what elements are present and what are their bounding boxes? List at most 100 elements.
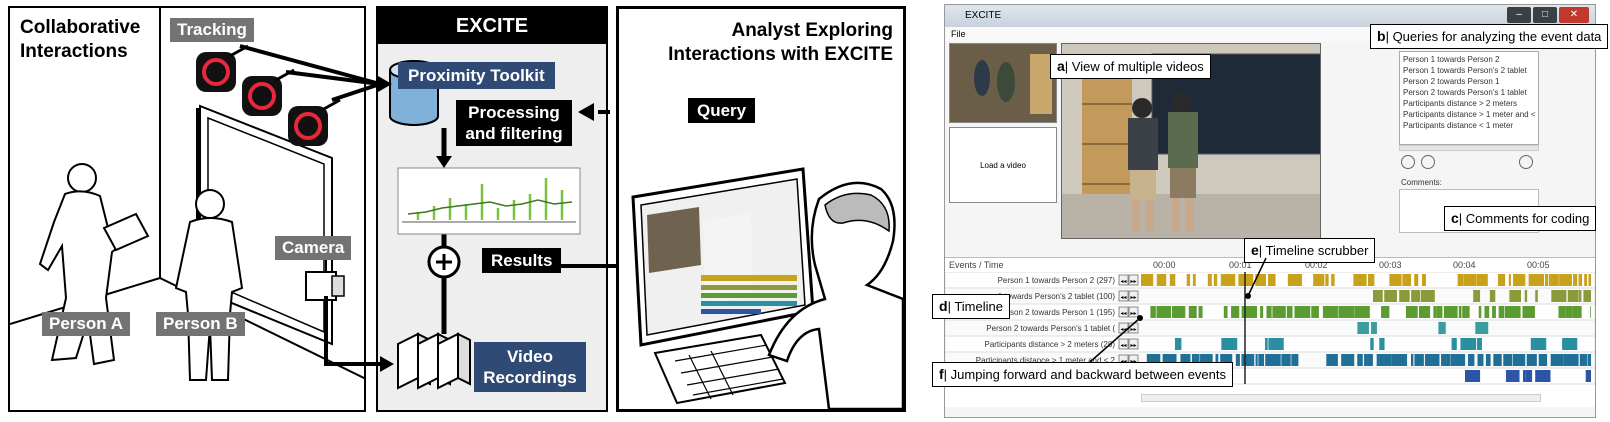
event-segment[interactable] [1188,306,1197,318]
event-segment[interactable] [1421,274,1426,286]
jump-forward-button[interactable] [1128,306,1139,318]
event-segment[interactable] [1562,338,1578,350]
event-segment[interactable] [1551,290,1567,302]
event-segment[interactable] [1567,290,1579,302]
event-segment[interactable] [1281,354,1291,366]
event-segment[interactable] [1231,306,1240,318]
event-segment[interactable] [1376,354,1392,366]
event-segment[interactable] [1255,354,1258,366]
event-segment[interactable] [1272,306,1286,318]
event-segment[interactable] [1221,338,1238,350]
event-segment[interactable] [1238,274,1254,286]
event-segment[interactable] [1268,338,1284,350]
jump-back-button[interactable] [1118,306,1129,318]
event-segment[interactable] [1504,306,1521,318]
event-segment[interactable] [1457,274,1464,286]
event-segment[interactable] [1525,370,1533,382]
event-segment[interactable] [1526,354,1537,366]
event-segment[interactable] [1573,274,1578,286]
event-segment[interactable] [1357,354,1363,366]
event-segment[interactable] [1462,306,1470,318]
event-segment[interactable] [1438,322,1446,334]
close-icon[interactable]: ✕ [1559,7,1589,23]
event-segment[interactable] [1399,290,1410,302]
event-segment[interactable] [1391,354,1408,366]
event-segment[interactable] [1489,290,1496,302]
event-segment[interactable] [1545,274,1549,286]
event-segment[interactable] [1198,306,1203,318]
event-segment[interactable] [1186,274,1191,286]
event-segment[interactable] [1424,354,1440,366]
event-segment[interactable] [1420,290,1435,302]
jump-back-button[interactable] [1118,274,1129,286]
event-segment[interactable] [1503,354,1513,366]
event-segment[interactable] [1291,354,1299,366]
event-segment[interactable] [1583,290,1591,302]
event-segment[interactable] [1484,306,1490,318]
event-segment[interactable] [1311,306,1319,318]
event-segment[interactable] [1265,354,1281,366]
event-segment[interactable] [1402,274,1412,286]
stop-icon[interactable] [1421,155,1435,169]
event-segment[interactable] [1287,274,1302,286]
query-item[interactable]: Participants distance < 1 meter [1403,121,1514,130]
event-segment[interactable] [1191,354,1200,366]
event-segment[interactable] [1156,306,1172,318]
event-segment[interactable] [1171,306,1186,318]
query-item[interactable]: Person 2 towards Person 1 [1403,77,1500,86]
timeline-scrollbar[interactable] [1141,394,1541,402]
event-segment[interactable] [1550,354,1564,366]
event-segment[interactable] [1414,274,1419,286]
event-segment[interactable] [1169,274,1176,286]
event-segment[interactable] [1381,306,1390,318]
event-segment[interactable] [1485,354,1491,366]
query-item[interactable]: Participants distance > 2 meters [1403,99,1518,108]
event-segment[interactable] [1174,338,1182,350]
event-segment[interactable] [1477,354,1484,366]
event-segment[interactable] [1443,306,1458,318]
event-segment[interactable] [1512,354,1526,366]
event-segment[interactable] [1493,354,1502,366]
event-segment[interactable] [1524,290,1528,302]
event-segment[interactable] [1372,290,1383,302]
event-segment[interactable] [1587,354,1591,366]
event-segment[interactable] [1405,306,1418,318]
event-segment[interactable] [1436,306,1443,318]
event-segment[interactable] [1294,306,1311,318]
maximize-icon[interactable]: □ [1533,7,1557,23]
event-segment[interactable] [1235,354,1240,366]
event-segment[interactable] [1535,370,1551,382]
event-segment[interactable] [1505,370,1520,382]
event-segment[interactable] [1414,354,1424,366]
event-segment[interactable] [1370,338,1374,350]
event-segment[interactable] [1220,274,1236,286]
event-segment[interactable] [1215,354,1219,366]
event-segment[interactable] [1255,274,1266,286]
event-segment[interactable] [1433,306,1437,318]
event-segment[interactable] [1463,274,1477,286]
event-segment[interactable] [1451,338,1457,350]
event-segment[interactable] [1326,354,1338,366]
timeline[interactable]: Events / Time 00:00 00:01 00:02 00:03 00… [945,257,1595,407]
event-segment[interactable] [1180,354,1191,366]
event-segment[interactable] [1559,274,1572,286]
jump-back-button[interactable] [1118,290,1129,302]
event-segment[interactable] [1565,306,1573,318]
video-thumbnail[interactable] [949,43,1057,123]
event-segment[interactable] [1579,354,1588,366]
event-segment[interactable] [1418,306,1431,318]
event-segment[interactable] [1364,354,1373,366]
event-segment[interactable] [1286,306,1293,318]
pause-icon[interactable] [1401,155,1415,169]
event-segment[interactable] [1338,306,1355,318]
event-segment[interactable] [1473,290,1481,302]
event-segment[interactable] [1572,306,1582,318]
event-segment[interactable] [1357,322,1369,334]
event-segment[interactable] [1150,306,1156,318]
event-segment[interactable] [1353,274,1367,286]
jump-forward-button[interactable] [1128,290,1139,302]
event-segment[interactable] [1213,274,1218,286]
event-segment[interactable] [1322,306,1338,318]
event-segment[interactable] [1341,354,1355,366]
event-segment[interactable] [1588,274,1591,286]
